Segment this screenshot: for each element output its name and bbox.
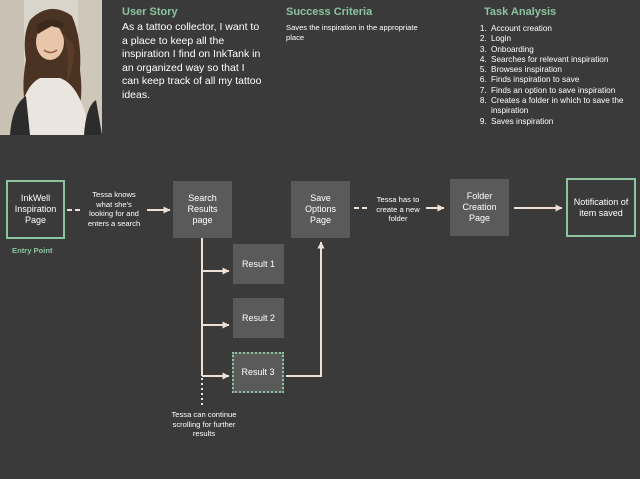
node-search-results-page: Search Results page bbox=[173, 181, 232, 238]
task-analysis-heading: Task Analysis bbox=[484, 6, 557, 18]
arrow-result3-to-save bbox=[286, 241, 325, 377]
task-item: Login bbox=[489, 34, 636, 44]
node-result-3: Result 3 bbox=[232, 352, 284, 393]
task-item: Finds inspiration to save bbox=[489, 75, 636, 85]
node-result-2: Result 2 bbox=[233, 298, 284, 338]
user-story-text: As a tattoo collector, I want to a place… bbox=[122, 21, 262, 101]
task-item: Browses inspiration bbox=[489, 65, 636, 75]
success-criteria-heading: Success Criteria bbox=[286, 6, 373, 18]
task-item: Onboarding bbox=[489, 45, 636, 55]
node-notification-item-saved: Notification of item saved bbox=[566, 178, 636, 237]
task-item: Saves inspiration bbox=[489, 117, 636, 127]
task-item: Creates a folder in which to save the in… bbox=[489, 96, 636, 117]
annotation-folder-step: Tessa has to create a new folder bbox=[376, 195, 420, 223]
task-item: Searches for relevant inspiration bbox=[489, 55, 636, 65]
node-save-options-page: Save Options Page bbox=[291, 181, 350, 238]
user-story-heading: User Story bbox=[122, 6, 178, 18]
node-inkwell-inspiration-page: InkWell Inspiration Page bbox=[6, 180, 65, 239]
annotation-scroll: Tessa can continue scrolling for further… bbox=[171, 410, 237, 438]
task-item: Account creation bbox=[489, 24, 636, 34]
user-photo bbox=[0, 0, 102, 135]
task-item: Finds an option to save inspiration bbox=[489, 86, 636, 96]
task-analysis-list: Account creation Login Onboarding Search… bbox=[474, 24, 636, 127]
annotation-search-step: Tessa knows what she's looking for and e… bbox=[87, 190, 141, 228]
node-result-1: Result 1 bbox=[233, 244, 284, 284]
entry-point-label: Entry Point bbox=[12, 246, 53, 255]
node-folder-creation-page: Folder Creation Page bbox=[450, 179, 509, 236]
success-criteria-text: Saves the inspiration in the appropriate… bbox=[286, 23, 418, 42]
